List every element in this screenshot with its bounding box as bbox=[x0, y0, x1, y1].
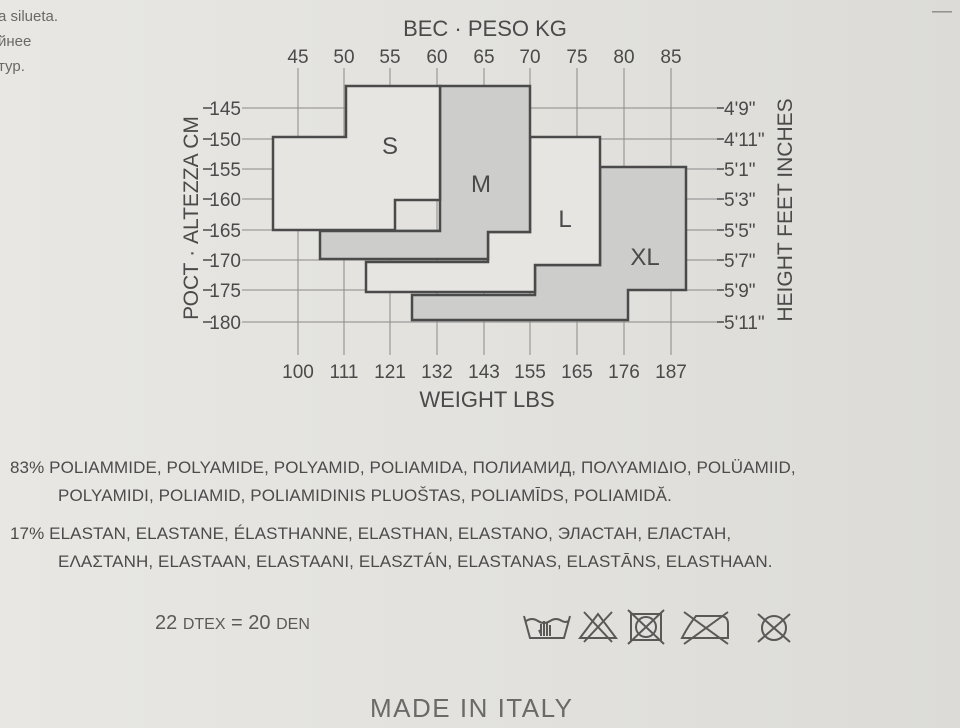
lbs-tick-label: 165 bbox=[561, 362, 593, 383]
bottom-axis-title: WEIGHT LBS bbox=[419, 387, 554, 412]
lbs-tick-label: 176 bbox=[608, 362, 640, 383]
cm-tick-label: 155 bbox=[209, 160, 241, 181]
cm-tick-label: 160 bbox=[209, 190, 241, 211]
kg-tick-label: 85 bbox=[660, 47, 681, 68]
lbs-tick-label: 155 bbox=[514, 362, 546, 383]
lbs-tick-labels: 100 111 121 132 143 155 165 176 187 bbox=[282, 362, 687, 383]
inch-tick-label: 5'3" bbox=[724, 190, 756, 211]
composition-line: 83% POLIAMMIDE, POLYAMIDE, POLYAMID, POL… bbox=[10, 458, 796, 477]
size-label-s: S bbox=[382, 133, 398, 160]
inch-tick-label: 5'5" bbox=[724, 221, 756, 242]
inch-tick-label: 5'11" bbox=[724, 313, 765, 334]
inch-tick-labels: 4'9" 4'11" 5'1" 5'3" 5'5" 5'7" 5'9" 5'11" bbox=[717, 99, 765, 334]
kg-tick-label: 50 bbox=[333, 47, 354, 68]
lbs-tick-label: 100 bbox=[282, 362, 314, 383]
kg-tick-label: 65 bbox=[473, 47, 494, 68]
made-in-label: MADE IN ITALY bbox=[370, 693, 574, 723]
cut-off-line: a silueta. bbox=[0, 8, 59, 25]
kg-tick-label: 80 bbox=[613, 47, 634, 68]
composition-line: 17% ELASTAN, ELASTANE, ÉLASTHANNE, ELAST… bbox=[10, 524, 732, 543]
left-axis-title: РОСТ · ALTEZZA CM bbox=[180, 116, 203, 320]
cm-tick-label: 175 bbox=[209, 281, 241, 302]
cut-off-text: a silueta. йнее тур. bbox=[0, 4, 58, 79]
equals-sign: = bbox=[231, 612, 243, 634]
polyamide-composition: 83% POLIAMMIDE, POLYAMIDE, POLYAMID, POL… bbox=[10, 454, 796, 510]
lbs-tick-label: 121 bbox=[374, 362, 406, 383]
lbs-tick-label: 187 bbox=[655, 362, 687, 383]
cm-tick-label: 180 bbox=[209, 313, 241, 334]
kg-tick-labels: 45 50 55 60 65 70 75 80 85 bbox=[287, 47, 681, 68]
elastane-composition: 17% ELASTAN, ELASTANE, ÉLASTHANNE, ELAST… bbox=[10, 520, 773, 576]
composition-line: POLYAMIDI, POLIAMID, POLIAMIDINIS PLUOŠT… bbox=[58, 486, 672, 505]
no-iron-icon bbox=[680, 611, 729, 645]
inch-tick-label: 4'9" bbox=[724, 99, 756, 120]
kg-tick-label: 55 bbox=[379, 47, 400, 68]
kg-tick-label: 45 bbox=[287, 47, 308, 68]
size-chart: S M L XL ВЕС · PESO KG 45 50 55 60 65 70 75 80 8… bbox=[180, 16, 797, 412]
size-label-xl: XL bbox=[630, 244, 659, 271]
dtex-unit: DTEX bbox=[182, 616, 226, 633]
kg-tick-label: 75 bbox=[566, 47, 587, 68]
right-axis-title: HEIGHT FEET INCHES bbox=[774, 98, 797, 321]
cut-off-line: йнее bbox=[0, 33, 32, 50]
cut-off-line: тур. bbox=[0, 58, 25, 75]
den-unit: DEN bbox=[276, 616, 310, 633]
size-region-s bbox=[271, 84, 442, 232]
top-axis-title: ВЕС · PESO KG bbox=[403, 16, 567, 41]
lbs-tick-label: 143 bbox=[468, 362, 500, 383]
kg-tick-label: 70 bbox=[519, 47, 540, 68]
inch-tick-label: 5'1" bbox=[724, 160, 756, 181]
cm-tick-label: 145 bbox=[209, 99, 241, 120]
cm-tick-label: 150 bbox=[209, 130, 241, 151]
no-bleach-icon bbox=[578, 611, 618, 643]
kg-tick-label: 60 bbox=[426, 47, 447, 68]
size-label-m: M bbox=[471, 171, 491, 198]
lbs-tick-label: 132 bbox=[421, 362, 453, 383]
den-value: 20 bbox=[248, 612, 271, 634]
denier-info: 22 DTEX = 20 DEN bbox=[155, 612, 310, 635]
no-dry-clean-icon bbox=[757, 613, 791, 643]
composition-line: ΕΛΑΣΤΑΝΗ, ELASTAAN, ELASTAANI, ELASZTÁN,… bbox=[58, 552, 773, 571]
dtex-value: 22 bbox=[155, 612, 178, 634]
lbs-tick-label: 111 bbox=[330, 362, 359, 383]
cm-tick-labels: 145 150 155 160 165 170 175 180 bbox=[203, 99, 241, 334]
inch-tick-label: 5'9" bbox=[724, 281, 756, 302]
hand-wash-icon bbox=[523, 615, 571, 639]
size-label-l: L bbox=[558, 206, 571, 233]
cm-tick-label: 165 bbox=[209, 221, 241, 242]
corner-mark: — bbox=[932, 0, 952, 22]
cm-tick-label: 170 bbox=[209, 251, 241, 272]
inch-tick-label: 4'11" bbox=[724, 130, 765, 151]
no-tumble-dry-icon bbox=[627, 609, 665, 645]
care-instructions bbox=[523, 609, 791, 645]
inch-tick-label: 5'7" bbox=[724, 251, 756, 272]
